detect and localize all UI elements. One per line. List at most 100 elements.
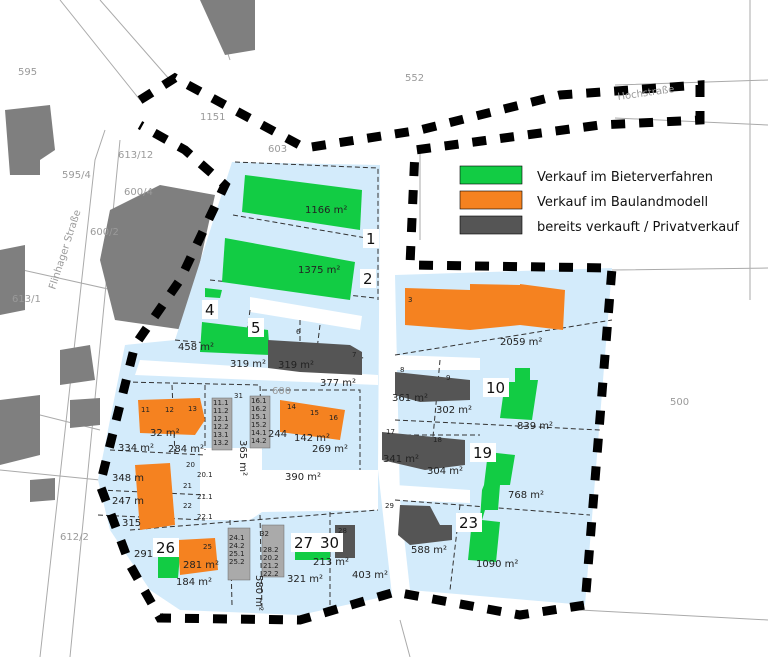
- lot-number: 27: [294, 534, 313, 552]
- plot-area-label: 281 m²: [183, 560, 219, 571]
- lot-number: 1: [366, 230, 376, 248]
- existing-buildings: [0, 0, 255, 502]
- parcel-label: 600: [272, 386, 291, 397]
- parcel-label: 552: [405, 73, 424, 84]
- plot-code: 22: [183, 502, 192, 510]
- legend-item-bieterverfahren: Verkauf im Bieterverfahren: [459, 165, 713, 185]
- plot-code: 16: [329, 414, 338, 422]
- plot-area-label: 315: [122, 518, 141, 529]
- plot-area-label: 269 m²: [312, 444, 348, 455]
- plot-area-label: 348 m: [112, 473, 144, 484]
- plot-area-label: 302 m²: [436, 405, 472, 416]
- lot-number: 23: [459, 514, 478, 532]
- plot-area-label: 458 m²: [178, 342, 214, 353]
- legend-item-baulandmodell: Verkauf im Baulandmodell: [459, 190, 708, 210]
- plot-code: 14.2: [251, 437, 267, 445]
- plot-area-label: 341 m²: [383, 454, 419, 465]
- plot-code: 22.2: [263, 570, 279, 578]
- plot-code: 32: [260, 530, 269, 538]
- legend-label: Verkauf im Baulandmodell: [537, 195, 708, 210]
- lot-number-box: [202, 300, 218, 319]
- plot-area-label: 304 m²: [427, 466, 463, 477]
- plot-code: 20: [186, 461, 195, 469]
- parcel-label: 600/2: [90, 227, 119, 238]
- legend-swatch: [459, 215, 523, 235]
- plot-area-label: 319 m²: [230, 359, 266, 370]
- lot-number: 30: [320, 534, 339, 552]
- lot-number-box: [470, 443, 496, 462]
- plot-code: 13.2: [213, 439, 229, 447]
- plot-code: 24.1: [229, 534, 245, 542]
- plot-code: 12.1: [213, 415, 229, 423]
- plot-code: 24.2: [229, 542, 245, 550]
- parcel-label: 595/4: [62, 170, 91, 181]
- plot-area-label: 2059 m²: [500, 337, 542, 348]
- plot-code: 25.2: [229, 558, 245, 566]
- plot-code: 20.2: [263, 554, 279, 562]
- plot-area-label: 142 m²: [294, 433, 330, 444]
- lot-number: 5: [251, 319, 261, 337]
- lot-number: 2: [363, 270, 373, 288]
- parking-rows: [211, 395, 285, 581]
- plot-code: 21.2: [263, 562, 279, 570]
- plot-code: 16.1: [251, 397, 267, 405]
- parcel-label: 595: [18, 67, 37, 78]
- lot-number-box: [317, 533, 343, 552]
- plot-code: 3: [408, 296, 412, 304]
- plot-area-label: 1166 m²: [305, 205, 347, 216]
- plot-code: 29: [385, 502, 394, 510]
- legend-swatch: [459, 165, 523, 185]
- plot-code: 11: [141, 406, 150, 414]
- plot-area-label: 321 m²: [287, 574, 323, 585]
- plot-code: 8: [400, 366, 404, 374]
- parcel-label: 613/12: [118, 150, 153, 161]
- plot-code: 21: [183, 482, 192, 490]
- plot-code: 25.1: [229, 550, 245, 558]
- lot-number-box: [363, 229, 379, 248]
- plot-area-label: 334 m²: [118, 443, 154, 454]
- parcel-label: 603: [268, 144, 287, 155]
- plot-code: 6: [296, 328, 301, 336]
- plot-area-label: 377 m²: [320, 378, 356, 389]
- lot-number-box: [456, 513, 482, 532]
- plot-area-label: 390 m²: [285, 472, 321, 483]
- plot-code: 22.1: [197, 513, 213, 521]
- plot-area-label: 319 m²: [278, 360, 314, 371]
- buildings-sold: [268, 340, 470, 558]
- plot-code: 7: [352, 351, 356, 359]
- parcel-label: 1151: [200, 112, 225, 123]
- parcel-label: 600/4: [124, 187, 153, 198]
- plot-code: 31: [234, 392, 243, 400]
- lot-number-box: [360, 269, 376, 288]
- plot-area-label: 361 m²: [392, 393, 428, 404]
- plot-code: 18: [433, 436, 442, 444]
- legend: Verkauf im Bieterverfahren Verkauf im Ba…: [459, 165, 739, 235]
- plot-code: 14: [287, 403, 296, 411]
- plot-code: 16.2: [251, 405, 267, 413]
- plot-area-label: 365 m²: [237, 440, 248, 476]
- plot-area-label: 1090 m²: [476, 559, 518, 570]
- plot-code: 28: [338, 527, 347, 535]
- lot-number: 19: [473, 444, 492, 462]
- plot-code: 13.1: [213, 431, 229, 439]
- plot-area-label: 244: [268, 429, 287, 440]
- legend-swatch: [459, 190, 523, 210]
- lot-number: 26: [156, 539, 175, 557]
- legend-label: bereits verkauft / Privatverkauf: [537, 220, 739, 235]
- plot-area-label: 184 m²: [176, 577, 212, 588]
- plot-area-label: 1375 m²: [298, 265, 340, 276]
- plot-code: 13: [188, 405, 197, 413]
- development-boundary: [95, 72, 705, 625]
- plot-area-label: 284 m²: [168, 444, 204, 455]
- plot-code: 28.2: [263, 546, 279, 554]
- plot-code: 11.1: [213, 399, 229, 407]
- parcel-label: 613/1: [12, 294, 41, 305]
- plot-code: 15: [310, 409, 319, 417]
- plot-area-label: 291: [134, 549, 153, 560]
- parcel-label: 500: [670, 397, 689, 408]
- lot-number: 10: [486, 379, 505, 397]
- plot-area-label: 588 m²: [411, 545, 447, 556]
- plot-code: 25: [203, 543, 212, 551]
- plot-code: 21.1: [197, 493, 213, 501]
